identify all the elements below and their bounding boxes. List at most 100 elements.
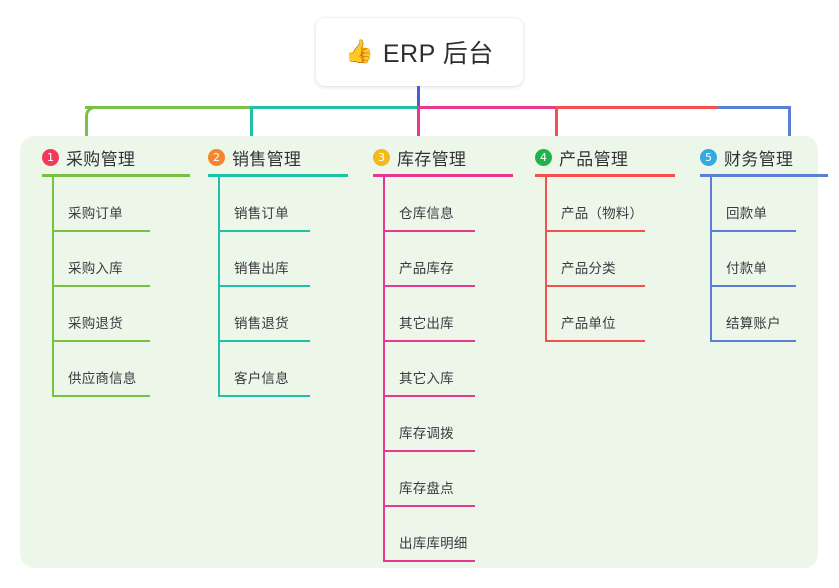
branch-item-rule [383, 230, 475, 232]
branch-stem-1 [52, 177, 54, 397]
branch-badge-icon-1: 1 [42, 148, 59, 166]
branch-item-rule [218, 340, 310, 342]
branch-item-rule [383, 285, 475, 287]
branch-item-label: 销售订单 [234, 206, 289, 221]
branch-rule-4 [535, 174, 675, 177]
branch-item-rule [218, 230, 310, 232]
branch-items-1: 采购订单采购入库采购退货供应商信息 [52, 177, 190, 397]
branch-item[interactable]: 供应商信息 [52, 342, 190, 397]
branch-column-1: 1 采购管理采购订单采购入库采购退货供应商信息 [42, 145, 190, 397]
branch-item-rule [383, 505, 475, 507]
branch-title-1: 采购管理 [66, 149, 136, 169]
branch-item-label: 产品单位 [561, 316, 616, 331]
branch-header-4[interactable]: 4 产品管理 [535, 145, 675, 169]
branch-item-rule [383, 395, 475, 397]
branch-header-1[interactable]: 1 采购管理 [42, 145, 190, 169]
branch-column-5: 5 财务管理回款单付款单结算账户 [700, 145, 828, 342]
branch-item-label: 产品库存 [399, 261, 454, 276]
branch-drop-3 [417, 106, 420, 141]
branch-item-rule [710, 230, 796, 232]
branch-item-rule [710, 340, 796, 342]
branch-item-label: 付款单 [726, 261, 768, 276]
branch-items-3: 仓库信息产品库存其它出库其它入库库存调拨库存盘点出库库明细 [383, 177, 513, 562]
branch-item[interactable]: 产品分类 [545, 232, 675, 287]
branch-item[interactable]: 付款单 [710, 232, 828, 287]
branch-badge-icon-4: 4 [535, 148, 552, 166]
thumbs-up-icon: 👍 [345, 38, 374, 65]
branch-item[interactable]: 库存盘点 [383, 452, 513, 507]
branch-item-label: 采购订单 [68, 206, 123, 221]
branch-column-2: 2 销售管理销售订单销售出库销售退货客户信息 [208, 145, 348, 397]
branch-item[interactable]: 库存调拨 [383, 397, 513, 452]
branch-item-rule [52, 285, 150, 287]
branch-item-label: 采购退货 [68, 316, 123, 331]
branch-item[interactable]: 产品（物料） [545, 177, 675, 232]
branch-item-rule [545, 230, 645, 232]
branch-rule-1 [42, 174, 190, 177]
branch-item[interactable]: 客户信息 [218, 342, 348, 397]
branch-column-3: 3 库存管理仓库信息产品库存其它出库其它入库库存调拨库存盘点出库库明细 [373, 145, 513, 562]
branch-badge-icon-5: 5 [700, 148, 717, 166]
branch-item[interactable]: 采购退货 [52, 287, 190, 342]
branch-item-label: 库存调拨 [399, 426, 454, 441]
branch-item-rule [383, 340, 475, 342]
branch-item[interactable]: 销售退货 [218, 287, 348, 342]
branch-item-label: 其它入库 [399, 371, 454, 386]
branch-item-label: 结算账户 [726, 316, 781, 331]
branch-header-3[interactable]: 3 库存管理 [373, 145, 513, 169]
root-title: ERP 后台 [382, 40, 494, 68]
branch-title-5: 财务管理 [724, 149, 794, 169]
branch-item-label: 产品（物料） [561, 206, 644, 221]
branch-badge-icon-3: 3 [373, 148, 390, 166]
branch-badge-icon-2: 2 [208, 148, 225, 166]
branch-item-label: 出库库明细 [399, 536, 468, 551]
branch-item-label: 销售出库 [234, 261, 289, 276]
branch-item-label: 回款单 [726, 206, 768, 221]
branch-item-rule [218, 395, 310, 397]
branch-item[interactable]: 出库库明细 [383, 507, 513, 562]
branch-item-rule [52, 340, 150, 342]
branch-item-label: 客户信息 [234, 371, 289, 386]
branch-items-2: 销售订单销售出库销售退货客户信息 [218, 177, 348, 397]
branch-corner-1 [85, 106, 97, 118]
branch-item-rule [545, 340, 645, 342]
branch-item[interactable]: 采购订单 [52, 177, 190, 232]
bus-segment-3 [417, 106, 555, 109]
branch-header-2[interactable]: 2 销售管理 [208, 145, 348, 169]
branch-item[interactable]: 回款单 [710, 177, 828, 232]
branch-item[interactable]: 仓库信息 [383, 177, 513, 232]
bus-segment-5 [718, 106, 790, 109]
branch-item-rule [545, 285, 645, 287]
branch-header-5[interactable]: 5 财务管理 [700, 145, 828, 169]
branch-item-rule [383, 560, 475, 562]
root-connector-stem [417, 86, 420, 108]
bus-segment-4 [555, 106, 718, 109]
branch-item-label: 仓库信息 [399, 206, 454, 221]
bus-segment-1 [85, 106, 250, 109]
branch-rule-5 [700, 174, 828, 177]
branch-rule-3 [373, 174, 513, 177]
branch-item[interactable]: 产品单位 [545, 287, 675, 342]
branch-item-rule [52, 395, 150, 397]
branch-item[interactable]: 结算账户 [710, 287, 828, 342]
branch-item[interactable]: 销售出库 [218, 232, 348, 287]
branch-item-label: 产品分类 [561, 261, 616, 276]
branch-item[interactable]: 产品库存 [383, 232, 513, 287]
branch-items-4: 产品（物料） 产品分类产品单位 [545, 177, 675, 342]
branch-item[interactable]: 其它入库 [383, 342, 513, 397]
branch-title-2: 销售管理 [232, 149, 302, 169]
branch-title-3: 库存管理 [397, 149, 467, 169]
branch-item[interactable]: 采购入库 [52, 232, 190, 287]
branch-rule-2 [208, 174, 348, 177]
branch-item-label: 销售退货 [234, 316, 289, 331]
branch-item-rule [710, 285, 796, 287]
branch-drop-1 [85, 116, 88, 141]
branch-item[interactable]: 销售订单 [218, 177, 348, 232]
root-node[interactable]: 👍 ERP 后台 [316, 18, 523, 86]
branch-stem-2 [218, 177, 220, 397]
branch-drop-5 [788, 106, 791, 141]
branch-title-4: 产品管理 [559, 149, 629, 169]
branch-item[interactable]: 其它出库 [383, 287, 513, 342]
branch-items-5: 回款单付款单结算账户 [710, 177, 828, 342]
branch-item-label: 采购入库 [68, 261, 123, 276]
